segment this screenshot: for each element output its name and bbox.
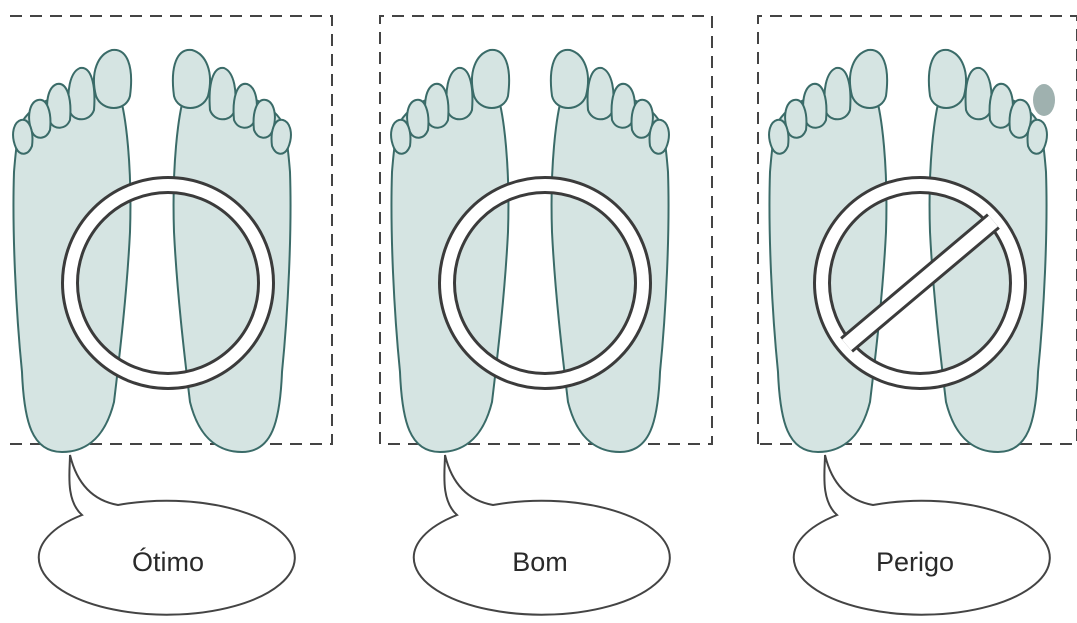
toe-mark [1033, 84, 1055, 116]
speech-bubble: Perigo [794, 455, 1050, 615]
caption-perigo: Perigo [876, 547, 954, 577]
caption-otimo: Ótimo [132, 546, 204, 577]
caption-bom: Bom [512, 547, 568, 577]
panel-bom: Bom [380, 16, 712, 615]
speech-bubble: Ótimo [39, 455, 295, 615]
panel-otimo: Ótimo [8, 16, 332, 615]
speech-bubble: Bom [414, 455, 670, 615]
feet-icon [13, 50, 291, 452]
feet-icon [391, 50, 669, 452]
panel-perigo: Perigo [758, 16, 1077, 615]
